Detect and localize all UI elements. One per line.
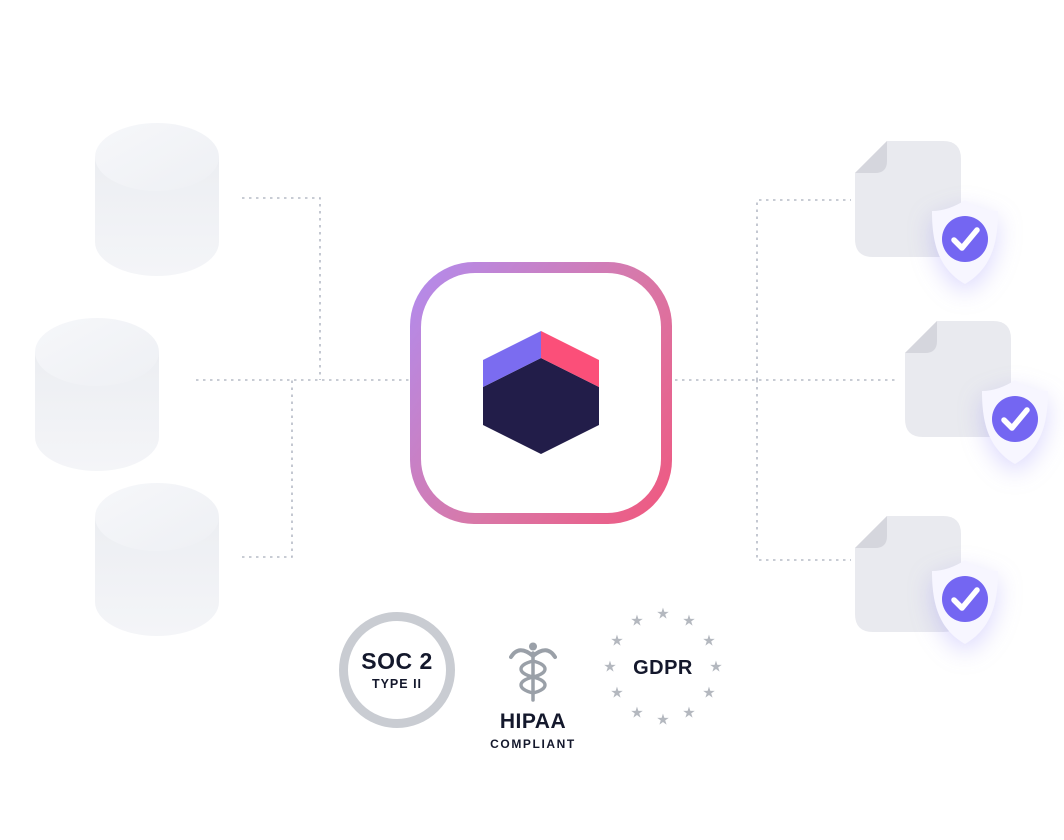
app-icon-frame bbox=[410, 262, 672, 524]
cube-logo-icon bbox=[483, 331, 599, 454]
shield-check-icon-1 bbox=[932, 200, 998, 284]
star-icon: ★ bbox=[630, 704, 644, 722]
hipaa-badge: HIPAA COMPLIANT bbox=[473, 640, 593, 751]
star-icon: ★ bbox=[630, 612, 644, 630]
caduceus-icon bbox=[509, 642, 557, 702]
soc2-subtitle: TYPE II bbox=[371, 676, 423, 691]
database-icon-1 bbox=[95, 123, 219, 276]
hipaa-title: HIPAA bbox=[499, 710, 567, 733]
star-icon: ★ bbox=[610, 632, 624, 650]
shield-check-icon-3 bbox=[932, 560, 998, 644]
star-icon: ★ bbox=[702, 684, 716, 702]
gdpr-badge: ★ ★ ★ ★ ★ ★ ★ ★ ★ ★ ★ ★ GDPR bbox=[598, 603, 728, 733]
connector-line-doc1 bbox=[756, 199, 851, 380]
gdpr-title: GDPR bbox=[633, 656, 693, 679]
database-icon-3 bbox=[95, 483, 219, 636]
connector-line-db3 bbox=[242, 380, 293, 558]
star-icon: ★ bbox=[702, 632, 716, 650]
connector-line-doc3 bbox=[756, 380, 851, 561]
app-icon-background bbox=[421, 273, 661, 513]
star-icon: ★ bbox=[656, 605, 670, 623]
database-icon-2 bbox=[35, 318, 159, 471]
star-icon: ★ bbox=[682, 704, 696, 722]
star-icon: ★ bbox=[709, 658, 723, 676]
soc2-title: SOC 2 bbox=[361, 648, 433, 675]
star-icon: ★ bbox=[656, 711, 670, 729]
document-icon-3 bbox=[855, 516, 961, 632]
soc2-badge: SOC 2 TYPE II bbox=[339, 612, 455, 728]
star-icon: ★ bbox=[610, 684, 624, 702]
star-icon: ★ bbox=[603, 658, 617, 676]
hipaa-subtitle: COMPLIANT bbox=[490, 737, 576, 751]
shield-check-icon-2 bbox=[982, 380, 1048, 464]
connector-line-db1 bbox=[242, 197, 321, 380]
star-icon: ★ bbox=[682, 612, 696, 630]
